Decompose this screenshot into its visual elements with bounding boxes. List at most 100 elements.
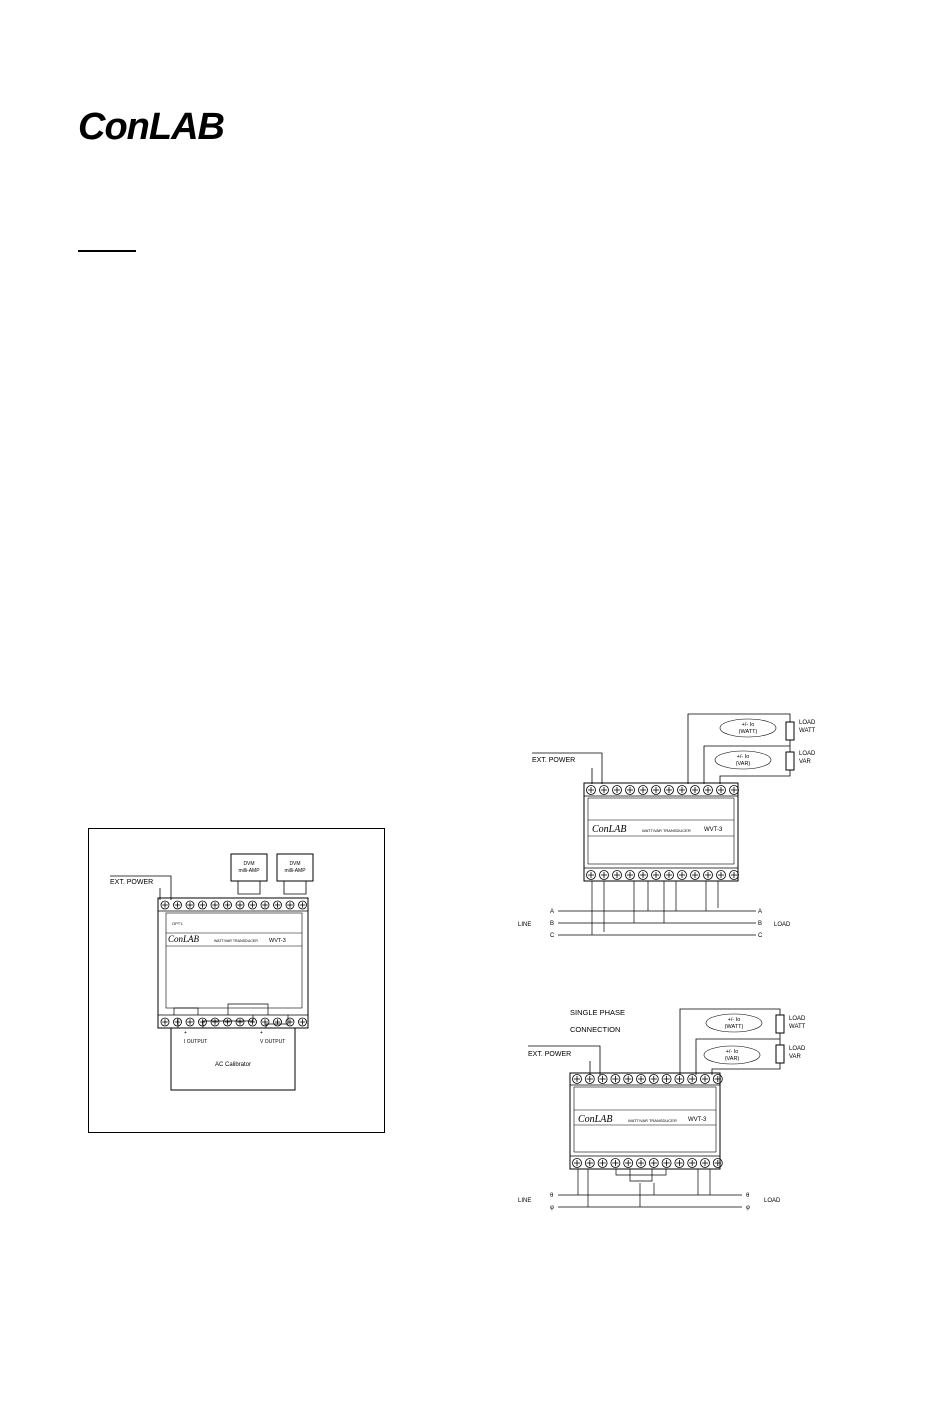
screw-terminal <box>664 870 674 880</box>
brand-name: ConLAB <box>578 1114 612 1125</box>
dvm-meter-2-label-a: DVM <box>289 861 300 867</box>
device-name: WATT/VAR TRANSDUCER <box>214 939 258 943</box>
screw-terminal <box>703 870 713 880</box>
screw-terminal <box>572 1158 582 1168</box>
load-watt-label-b: WATT <box>789 1024 806 1030</box>
line-label: LINE <box>518 1198 531 1204</box>
screw-terminal <box>235 1017 245 1027</box>
phase-c-right: C <box>758 933 763 939</box>
transducer-body <box>583 782 739 882</box>
terminal-optional-label: OPT'L <box>172 921 184 926</box>
screw-terminal <box>623 1158 634 1168</box>
device-model: WVT-3 <box>269 938 286 944</box>
calibrator-v-output: V OUTPUT <box>260 1039 285 1045</box>
screw-terminal <box>173 1017 182 1027</box>
screw-terminal <box>690 785 700 795</box>
screw-terminal <box>210 1017 220 1027</box>
screw-terminal <box>586 785 596 795</box>
single-phase-diagram: SINGLE PHASE CONNECTION EXT. POWER LOAD … <box>518 1008 806 1211</box>
phase-b-right: B <box>758 921 762 927</box>
screw-terminal <box>248 900 257 910</box>
screw-terminal <box>729 785 739 795</box>
transducer-body <box>569 1072 721 1170</box>
screw-terminal <box>597 1158 608 1168</box>
screw-terminal <box>661 1074 672 1084</box>
device-name: WATT/VAR TRANSDUCER <box>628 1118 677 1123</box>
ext-power-label: EXT. POWER <box>528 1051 571 1058</box>
phase-2-left: φ <box>550 1205 554 1211</box>
screw-terminal <box>223 900 232 910</box>
screw-terminal <box>298 900 307 910</box>
conlab-logo: ConLAB <box>78 106 225 148</box>
phase-1-right: θ <box>746 1193 750 1199</box>
screw-terminal <box>185 900 195 910</box>
three-phase-diagram: EXT. POWER LOAD WATT LOAD VAR +/- Io (WA… <box>518 713 816 939</box>
io-var-label-a: +/- Io <box>726 1049 739 1055</box>
load-label: LOAD <box>764 1198 781 1204</box>
load-var-resistor <box>785 751 795 771</box>
screw-terminal <box>160 900 170 910</box>
calibrator-label: AC Calibrator <box>215 1062 251 1068</box>
io-var-arrow <box>714 750 772 770</box>
screw-terminal <box>636 1074 646 1084</box>
screw-terminal <box>584 1074 595 1084</box>
load-label: LOAD <box>774 922 791 928</box>
load-var-label-b: VAR <box>789 1054 802 1060</box>
screw-terminal <box>298 1017 307 1027</box>
transducer-body <box>157 897 309 1029</box>
screw-terminal <box>712 1158 723 1168</box>
io-var-label-b: (VAR) <box>736 761 751 767</box>
screw-terminal <box>664 785 674 795</box>
io-watt-arrow <box>719 718 777 738</box>
screw-terminal <box>198 1017 207 1027</box>
screw-terminal <box>260 900 270 910</box>
io-watt-label-a: +/- Io <box>728 1017 741 1023</box>
calibrator-plus-i: + <box>184 1030 187 1036</box>
dvm-meter-2-label-b: milli-AMP <box>284 868 306 874</box>
screw-terminal <box>623 1074 634 1084</box>
io-var-label-b: (VAR) <box>725 1056 740 1062</box>
top-terminals <box>572 1074 723 1084</box>
load-wires <box>679 1008 781 1075</box>
load-watt-label-b: WATT <box>799 728 816 734</box>
screw-terminal <box>612 785 622 795</box>
meter-wires <box>237 881 307 895</box>
screw-terminal <box>599 785 609 795</box>
brand-name: ConLAB <box>168 934 200 944</box>
single-phase-title-1: SINGLE PHASE <box>570 1008 625 1017</box>
screw-terminal <box>625 870 635 880</box>
dvm-meter-1-label-a: DVM <box>243 861 254 867</box>
line-label: LINE <box>518 922 531 928</box>
screw-terminal <box>703 785 713 795</box>
screw-terminal <box>648 1158 659 1168</box>
bottom-terminals <box>586 870 739 880</box>
device-name: WATT/VAR TRANSDUCER <box>642 828 691 833</box>
phase-b-left: B <box>550 921 554 927</box>
dvm-meter-1 <box>230 853 268 882</box>
screw-terminal <box>636 1158 646 1168</box>
screw-terminal <box>597 1074 608 1084</box>
phase-1-left: θ <box>550 1193 554 1199</box>
load-var-label-a: LOAD <box>789 1046 806 1052</box>
screw-terminal <box>285 900 295 910</box>
screw-terminal <box>612 870 622 880</box>
screw-terminal <box>584 1158 595 1168</box>
screw-terminal <box>235 900 245 910</box>
dvm-meter-2 <box>276 853 314 882</box>
load-watt-resistor <box>775 1014 785 1034</box>
screw-terminal <box>677 870 687 880</box>
load-var-label-b: VAR <box>799 759 812 765</box>
screw-terminal <box>285 1017 295 1027</box>
connection-wires <box>577 1169 711 1207</box>
screw-terminal <box>712 1074 723 1084</box>
screw-terminal <box>273 1017 282 1027</box>
screw-terminal <box>651 785 661 795</box>
screw-terminal <box>674 1158 685 1168</box>
screw-terminal <box>674 1074 685 1084</box>
screw-terminal <box>160 1017 170 1027</box>
screw-terminal <box>173 900 182 910</box>
io-watt-arrow <box>705 1013 763 1033</box>
device-model: WVT-3 <box>704 827 723 833</box>
screw-terminal <box>700 1074 710 1084</box>
phase-lines: θ φ θ φ <box>550 1193 750 1211</box>
